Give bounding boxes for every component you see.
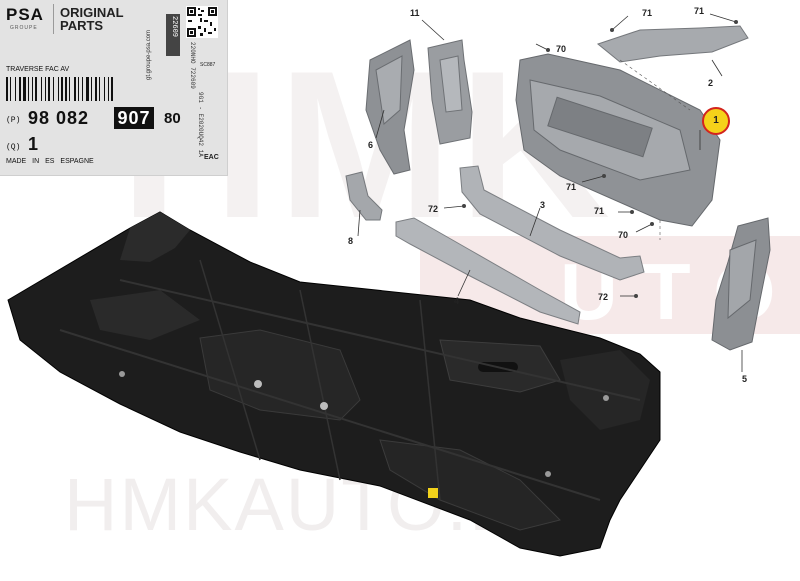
barcode-bar bbox=[95, 77, 97, 101]
callout-71-top-right: 71 bbox=[694, 6, 705, 16]
barcode-bar bbox=[69, 77, 70, 101]
part-3 bbox=[459, 165, 645, 281]
psa-logo-sub: GROUPE bbox=[10, 25, 38, 31]
part-8 bbox=[345, 171, 383, 221]
barcode-bar bbox=[10, 77, 11, 101]
part-number-suffix: 80 bbox=[164, 110, 181, 127]
barcode-bar bbox=[19, 77, 21, 101]
barcode-icon bbox=[6, 77, 113, 101]
main-carrier-photo bbox=[7, 211, 661, 557]
part-2 bbox=[596, 25, 749, 63]
psa-logo: PSA GROUPE bbox=[6, 4, 54, 34]
barcode-bar bbox=[111, 77, 113, 101]
callout-11: 11 bbox=[410, 8, 420, 18]
barcode-bar bbox=[91, 77, 92, 101]
made-in: MADE IN ES ESPAGNE bbox=[6, 158, 94, 165]
label-small-code: SC887 bbox=[200, 62, 216, 68]
label-vertical-code-2: 9G1 - E2020UQ42 1A bbox=[197, 92, 204, 157]
callout-72-right: 72 bbox=[598, 292, 609, 302]
barcode-bar bbox=[108, 77, 109, 101]
barcode-bar bbox=[35, 77, 37, 101]
callout-1-highlight: 1 bbox=[702, 107, 730, 135]
barcode-bar bbox=[23, 77, 26, 101]
psa-logo-text: PSA bbox=[6, 5, 44, 24]
label-code-box bbox=[166, 14, 180, 56]
barcode-bar bbox=[32, 77, 33, 101]
callout-8: 8 bbox=[348, 236, 354, 246]
callout-3: 3 bbox=[540, 200, 546, 210]
barcode-bar bbox=[99, 77, 100, 101]
label-description: TRAVERSE FAC AV bbox=[6, 66, 70, 73]
part-4 bbox=[395, 217, 581, 325]
callout-70-bottom: 70 bbox=[618, 230, 629, 240]
part-6 bbox=[365, 39, 415, 175]
guide-lines bbox=[619, 59, 691, 240]
qr-code-icon bbox=[186, 6, 218, 38]
barcode-bar bbox=[74, 77, 76, 101]
callout-6: 6 bbox=[368, 140, 374, 150]
barcode-bar bbox=[78, 77, 79, 101]
quantity-prefix: (Q) bbox=[6, 143, 21, 152]
barcode-bar bbox=[58, 77, 59, 101]
callout-72-left: 72 bbox=[428, 204, 439, 214]
part-number: 98 082 bbox=[28, 108, 90, 128]
callout-2: 2 bbox=[708, 78, 714, 88]
barcode-bar bbox=[61, 77, 63, 101]
part-label-sticker: PSA GROUPE ORIGINAL PARTS 22609 220NHO 7… bbox=[0, 0, 228, 176]
callout-71-top-left: 71 bbox=[642, 8, 653, 18]
barcode-bar bbox=[45, 77, 46, 101]
callout-71-mid: 71 bbox=[566, 182, 577, 192]
part-number-prefix: (P) bbox=[6, 116, 21, 125]
label-box-code: 22609 bbox=[170, 16, 178, 38]
original-parts-line2: PARTS bbox=[60, 18, 104, 33]
callout-70-top: 70 bbox=[556, 44, 567, 54]
callout-5: 5 bbox=[742, 374, 748, 384]
part-1-crossmember bbox=[515, 53, 721, 227]
callout-71-right: 71 bbox=[594, 206, 605, 216]
barcode-bar bbox=[104, 77, 105, 101]
barcode-bar bbox=[41, 77, 42, 101]
original-parts-line1: ORIGINAL bbox=[60, 5, 124, 20]
barcode-bar bbox=[28, 77, 29, 101]
label-website: gt.groupe-psa.com bbox=[146, 29, 152, 80]
fastener-dots bbox=[462, 20, 738, 298]
barcode-bar bbox=[15, 77, 16, 101]
callout-4: 4 bbox=[454, 296, 460, 306]
barcode-bar bbox=[53, 77, 54, 101]
quantity: 1 bbox=[28, 134, 39, 154]
barcode-bar bbox=[82, 77, 83, 101]
label-vertical-code-1: 220NHO 722609 bbox=[189, 42, 196, 89]
part-11 bbox=[427, 39, 473, 145]
barcode-bar bbox=[48, 77, 50, 101]
part-5 bbox=[711, 217, 771, 351]
barcode-bar bbox=[86, 77, 89, 101]
barcode-bar bbox=[6, 77, 8, 101]
part-number-highlight: 907 bbox=[114, 107, 154, 129]
barcode-bar bbox=[65, 77, 67, 101]
eac-mark: EAC bbox=[204, 154, 219, 161]
leader-lines bbox=[357, 13, 743, 372]
original-parts-title: ORIGINAL PARTS bbox=[60, 6, 150, 32]
